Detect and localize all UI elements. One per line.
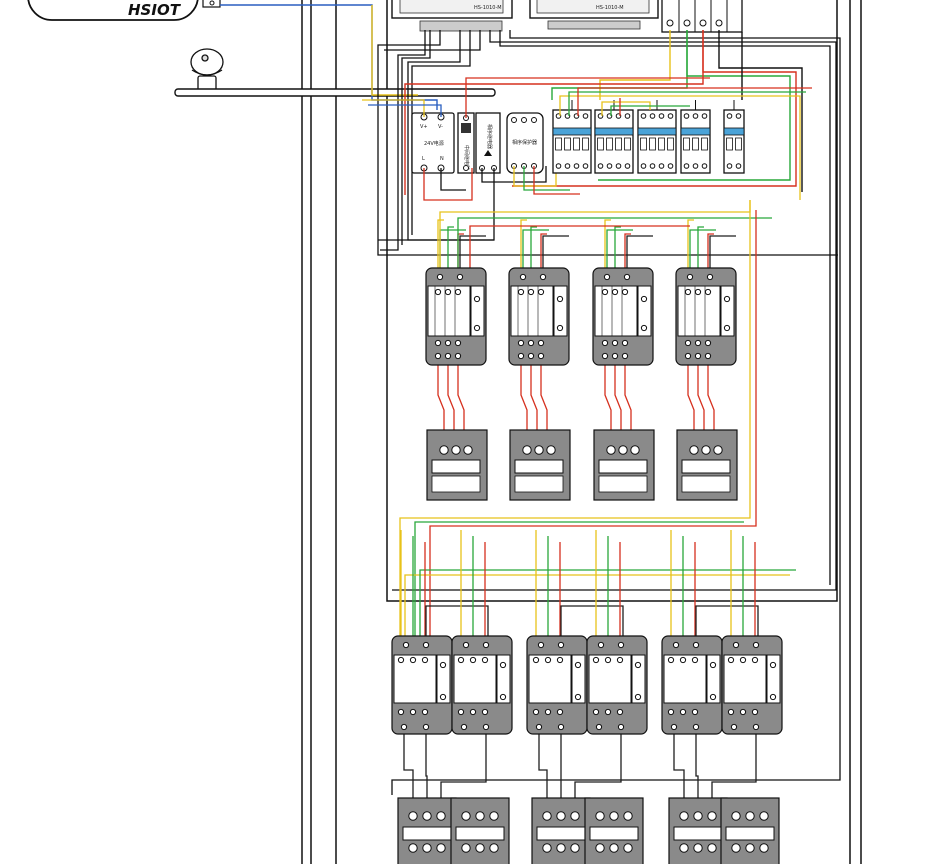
thermal-overload [426, 429, 488, 501]
bottom-terminal-row [397, 797, 780, 864]
svg-text:V+: V+ [420, 124, 428, 130]
terminal-block [720, 797, 780, 864]
logo-text: HSIOT [128, 1, 182, 19]
psu-label: 24V电源 [424, 140, 444, 147]
svg-text:V-: V- [438, 124, 443, 130]
contactor-row-upper [425, 267, 737, 366]
coil-wire [606, 229, 633, 277]
load-wire [614, 356, 622, 446]
circuit-breaker [680, 100, 711, 174]
top-right-terminal-block [661, 0, 743, 33]
thermal-overload [509, 429, 571, 501]
coil-wire [626, 235, 653, 277]
interlock-wire [425, 605, 489, 645]
thermal-overload [593, 429, 655, 501]
plc-right-model: HS-1010-M [596, 5, 624, 11]
terminal-block [668, 797, 728, 864]
contactor-row-lower [391, 635, 783, 735]
svg-text:中间继电器: 中间继电器 [463, 145, 470, 170]
contactor [451, 635, 513, 735]
circuit-breaker [723, 100, 745, 174]
contactor [592, 267, 654, 366]
plc-module-right: HS-1010-M [529, 0, 659, 30]
contactor [391, 635, 453, 735]
svg-text:相序保护器: 相序保护器 [512, 139, 537, 146]
hsiot-logo: HSIOT [27, 0, 221, 21]
lower-trunk-wire [404, 574, 790, 645]
lamp-rail [174, 4, 496, 110]
load-wire [520, 356, 528, 446]
indicator-lamp-icon [190, 48, 224, 93]
terminal-block [531, 797, 591, 864]
lower-trunk-wire [429, 210, 757, 645]
terminal-block [450, 797, 510, 864]
load-wire [437, 356, 445, 446]
psu-24v: V+ V- 24V电源 L N [411, 112, 455, 174]
contactor [586, 635, 648, 735]
contactor [721, 635, 783, 735]
lower-trunk-wire [399, 200, 751, 645]
load-wire [624, 356, 632, 446]
motor-lead-wire [695, 727, 699, 812]
lower-trunk-wire [414, 521, 744, 645]
contactor [508, 267, 570, 366]
breaker-feed-wire [559, 95, 801, 200]
load-wire [447, 356, 455, 446]
load-wire [687, 356, 695, 446]
coil-wire [542, 235, 569, 277]
plc-left-model: HS-1010-M [474, 5, 502, 11]
interlock-wire [695, 605, 759, 645]
relay-tall: 相序继电器 [475, 112, 501, 174]
svg-text:相序继电器: 相序继电器 [486, 124, 493, 149]
contactor [526, 635, 588, 735]
circuit-breaker [552, 100, 592, 174]
circuit-breaker [637, 100, 677, 174]
coil-wire [522, 229, 549, 277]
coil-wire [459, 235, 486, 277]
contactor [675, 267, 737, 366]
upper-trunk-wire [469, 225, 690, 270]
relay-small: 中间继电器 [457, 112, 475, 174]
upper-trunk-wire [439, 200, 751, 270]
load-wire [604, 356, 612, 446]
psu-wires [362, 77, 710, 241]
thermal-overload [676, 429, 738, 501]
breaker-feed-wire [610, 105, 690, 116]
motor-lead-wire [425, 727, 428, 812]
motor-lead-wire [574, 727, 622, 812]
breaker-feed-wire [568, 91, 806, 116]
svg-text:N: N [440, 156, 444, 162]
contactor [661, 635, 723, 735]
cabinet-frame [301, 0, 862, 864]
coil-wire [709, 235, 736, 277]
load-wire [540, 356, 548, 446]
circuit-breaker [594, 100, 634, 174]
interlock-wire [560, 605, 624, 645]
motor-lead-wire [538, 727, 548, 812]
terminal-block [397, 797, 457, 864]
plc-module-left: HS-1010-M [391, 0, 513, 32]
breaker-row [552, 100, 745, 174]
thermal-overload-row [426, 429, 738, 501]
svg-text:L: L [422, 156, 425, 162]
branch-wires [437, 87, 812, 446]
terminal-block [584, 797, 644, 864]
load-wire [530, 356, 538, 446]
contactor [425, 267, 487, 366]
upper-trunk-wire [457, 217, 772, 270]
motor-lead-wire [440, 727, 487, 812]
motor-lead-wire [673, 727, 685, 812]
motor-lead-wire [403, 727, 414, 812]
breaker-feed-wire [577, 87, 812, 116]
coil-wire [689, 229, 716, 277]
load-wire [697, 356, 705, 446]
phase-protector: 相序保护器 [506, 112, 544, 174]
load-wire [457, 356, 465, 446]
motor-lead-wire [711, 727, 757, 812]
load-wire [707, 356, 715, 446]
